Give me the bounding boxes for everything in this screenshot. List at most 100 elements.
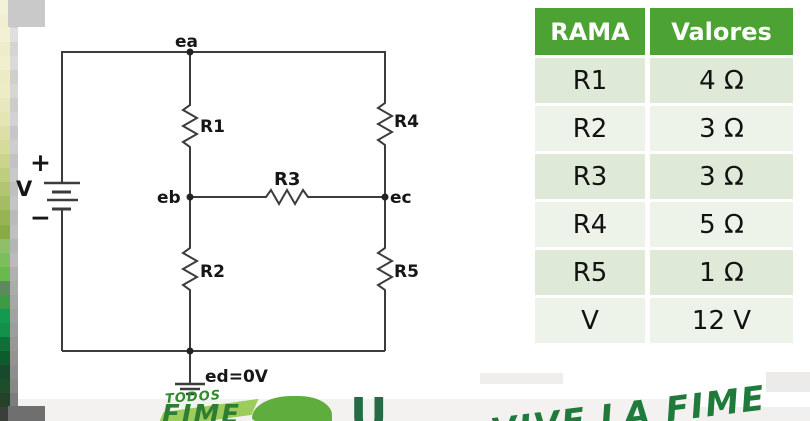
node-ed-dot [186,347,194,355]
sidebar-square [10,238,18,253]
node-label-ec: ec [390,188,412,208]
sidebar-square [10,112,18,127]
sidebar-square [0,112,10,127]
node-ec-dot [381,193,389,201]
resistor-label-r5: R5 [394,262,419,282]
sidebar-square [10,42,18,57]
sidebar-square [0,70,10,85]
sidebar-top-block [8,0,45,27]
resistor-label-r1: R1 [200,117,225,137]
sidebar-square [0,350,10,365]
resistor-label-r4: R4 [394,112,419,132]
sidebar-square [10,364,18,379]
vive-la-fime-logo: VIVE LA FIME [482,380,782,421]
circuit-diagram: ea eb ec ed=0V R1 R2 R3 R4 R5 + V − [16,32,419,396]
sidebar-square [0,364,10,379]
resistor-r2 [180,245,200,293]
table-cell-rama-r2: R2 [535,106,645,151]
sidebar-square [0,14,10,29]
table-cell-rama-r4: R4 [535,202,645,247]
table-header-rama: RAMA [535,8,645,55]
resistor-r4 [375,100,395,148]
sidebar-square [10,98,18,113]
source-label-v: V [16,177,33,201]
sidebar-square [0,406,10,421]
sidebar-bottom-block [8,406,45,421]
sidebar-square [0,154,10,169]
slogan-text: VIVE LA FIME [488,380,769,421]
resistor-r1 [180,102,200,150]
sidebar-square [0,182,10,197]
sidebar-square [0,238,10,253]
table-cell-valor-r4: 5 Ω [650,202,793,247]
footer-band-right [766,372,810,392]
sidebar-square [10,210,18,225]
sidebar-color-strip [0,0,10,421]
sidebar-square [0,224,10,239]
table-cell-valor-r5: 1 Ω [650,250,793,295]
sidebar-square [10,350,18,365]
sidebar-square [0,266,10,281]
logo-text-main: FIME [162,400,242,421]
sidebar-gray-strip [10,0,18,421]
footer-band-small [480,373,563,384]
sidebar-square [0,28,10,43]
sidebar-square [0,0,10,15]
sidebar-square [10,280,18,295]
table-cell-rama-r3: R3 [535,154,645,199]
node-label-ea: ea [175,32,198,52]
node-eb-dot [186,193,194,201]
table-cell-valor-v: 12 V [650,298,793,343]
sidebar-square [10,84,18,99]
university-u-logo: U [350,392,388,421]
sidebar-square [10,336,18,351]
node-label-eb: eb [157,188,181,208]
sidebar-square [0,168,10,183]
fime-logo-partial: TODOS FIME [160,388,340,421]
sidebar-square [0,84,10,99]
sidebar-square [10,168,18,183]
footer-band-bottom-right [697,407,810,421]
sidebar-square [0,322,10,337]
resistor-r3 [262,187,312,207]
table-cell-rama-v: V [535,298,645,343]
sidebar-square [0,308,10,323]
sidebar-square [10,224,18,239]
ground-label: ed=0V [205,367,269,387]
sidebar-square [10,378,18,393]
sidebar-square [0,280,10,295]
sidebar-square [10,126,18,141]
sidebar-square [10,70,18,85]
wire-top [61,51,386,183]
minus-sign: − [30,203,51,232]
sidebar-square [10,56,18,71]
resistor-label-r2: R2 [200,262,225,282]
sidebar-square [0,336,10,351]
sidebar-square [10,392,18,407]
sidebar-square [0,294,10,309]
resistor-label-r3: R3 [274,169,300,190]
sidebar-square [10,140,18,155]
sidebar-square [0,196,10,211]
sidebar-square [0,210,10,225]
table-cell-rama-r5: R5 [535,250,645,295]
sidebar-square [10,182,18,197]
mascot-icon [252,396,332,421]
resistor-r5 [375,245,395,293]
table-cell-rama-r1: R1 [535,58,645,103]
sidebar-square [0,42,10,57]
sidebar-square [0,56,10,71]
table-cell-valor-r1: 4 Ω [650,58,793,103]
sidebar-square [10,308,18,323]
values-table: RAMA Valores R1 4 Ω R2 3 Ω R3 3 Ω R4 5 Ω… [535,8,793,343]
sidebar-square [0,378,10,393]
sidebar-square [0,252,10,267]
sidebar-square [10,196,18,211]
table-cell-valor-r3: 3 Ω [650,154,793,199]
sidebar-square [0,126,10,141]
sidebar-square [10,28,18,43]
sidebar-square [10,266,18,281]
plus-sign: + [30,148,51,177]
sidebar-square [10,252,18,267]
